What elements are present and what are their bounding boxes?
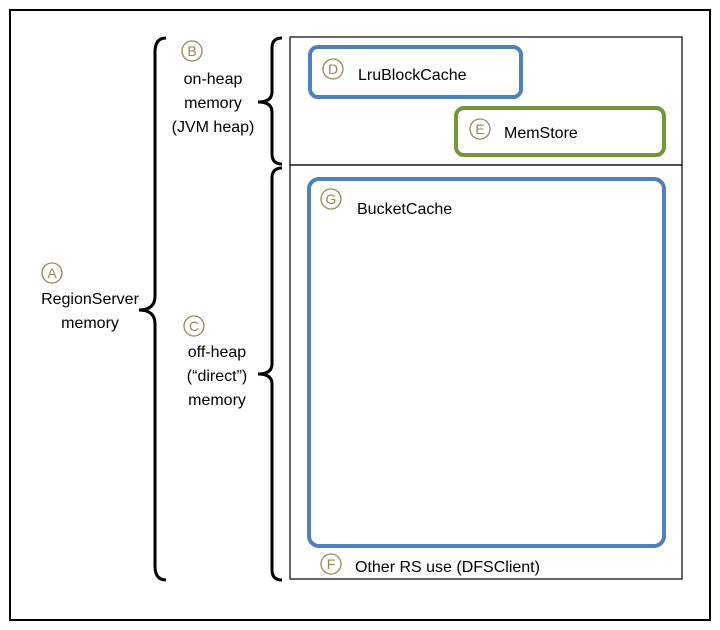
regionserver-brace (138, 36, 167, 582)
badge-c-circle (183, 315, 205, 337)
off-heap-label-line1: off-heap (188, 344, 247, 361)
badge-a-circle (41, 262, 63, 284)
other-rs-label: Other RS use (DFSClient) (355, 559, 540, 576)
regionserver-label-line1: RegionServer (41, 291, 140, 308)
regionserver-label-line2: memory (61, 315, 119, 332)
memstore-box (454, 106, 666, 157)
badge-a-letter: A (47, 265, 57, 281)
badge-g: G (320, 188, 342, 210)
off-heap-region (289, 164, 683, 580)
badge-d-circle (322, 58, 344, 80)
lrublockcache-box (308, 45, 523, 99)
outer-frame (9, 9, 711, 621)
off-heap-label-line2: (“direct”) (187, 368, 247, 385)
off-heap-brace (257, 166, 283, 582)
badge-a: A (41, 262, 63, 284)
badge-c: C (183, 315, 205, 337)
on-heap-brace (257, 36, 283, 166)
bucketcache-box (307, 177, 666, 548)
badge-f-circle (320, 553, 342, 575)
badge-e-letter: E (475, 121, 484, 137)
on-heap-label-line2: memory (184, 95, 242, 112)
badge-f: F (320, 553, 342, 575)
badge-d-letter: D (328, 61, 338, 77)
badge-e-circle (469, 118, 491, 140)
memstore-label: MemStore (504, 125, 578, 142)
badge-d: D (322, 58, 344, 80)
badge-b-letter: B (187, 43, 196, 59)
badge-f-letter: F (327, 556, 336, 572)
badge-c-letter: C (189, 318, 199, 334)
on-heap-label-line1: on-heap (184, 71, 243, 88)
off-heap-label-line3: memory (188, 392, 246, 409)
badge-g-circle (320, 188, 342, 210)
on-heap-region (289, 36, 683, 166)
badge-b: B (181, 40, 203, 62)
badge-b-circle (181, 40, 203, 62)
on-heap-label-line3: (JVM heap) (172, 119, 255, 136)
bucketcache-label: BucketCache (357, 201, 452, 218)
badge-e: E (469, 118, 491, 140)
badge-g-letter: G (326, 191, 337, 207)
lrublockcache-label: LruBlockCache (358, 67, 467, 84)
